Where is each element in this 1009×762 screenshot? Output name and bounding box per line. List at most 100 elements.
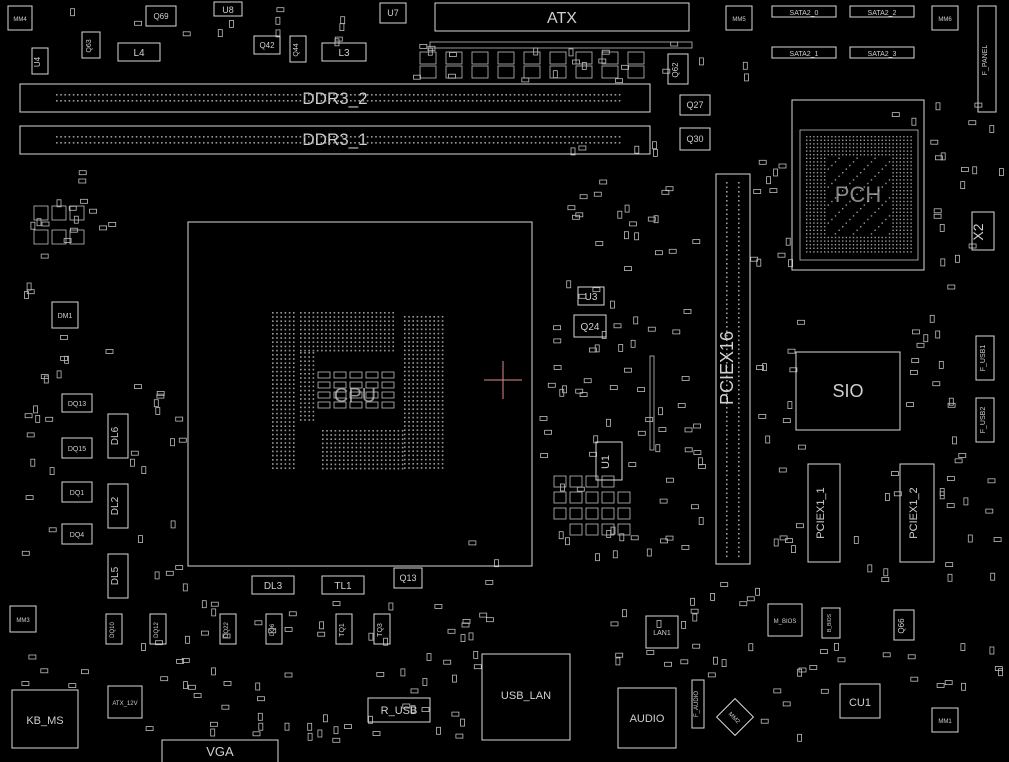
u7-chip[interactable]: U7 — [379, 2, 407, 24]
u8-label: U8 — [222, 5, 234, 15]
sata2-1-label: SATA2_1 — [790, 51, 819, 58]
dl5-inductor[interactable]: DL5 — [107, 553, 129, 599]
dq10-chip[interactable]: DQ10 — [105, 613, 123, 645]
dq1-chip[interactable]: DQ1 — [61, 481, 93, 503]
pciex1-2-label: PCIEX1_2 — [908, 487, 920, 538]
ddr3-1-slot[interactable]: DDR3_1 — [19, 125, 651, 155]
dq6-label: DQ6 — [270, 623, 276, 636]
sata2-0-connector[interactable]: SATA2_0 — [771, 5, 837, 18]
mm6-mount: MM6 — [931, 5, 959, 31]
u3-label: U3 — [585, 292, 598, 303]
vga-label: VGA — [206, 744, 234, 759]
u3-chip[interactable]: U3 — [577, 286, 605, 306]
pch-chip[interactable]: PCH — [791, 99, 925, 271]
dl3-inductor[interactable]: DL3 — [251, 575, 295, 595]
dq12-chip[interactable]: DQ12 — [149, 613, 167, 645]
mm5-label: MM5 — [732, 17, 746, 23]
cpu-socket[interactable]: CPU — [187, 221, 533, 567]
sata2-1-connector[interactable]: SATA2_1 — [771, 46, 837, 59]
f-usb1-header[interactable]: F_USB1 — [975, 335, 995, 381]
q44-chip[interactable]: Q44 — [289, 35, 307, 63]
sio-chip[interactable]: SIO — [795, 351, 901, 431]
q42-chip[interactable]: Q42 — [253, 35, 281, 55]
dm1-label: DM1 — [58, 313, 73, 320]
mm3-mount: MM3 — [9, 605, 37, 633]
x2-crystal[interactable]: X2 — [970, 211, 995, 251]
q24-label: Q24 — [581, 322, 600, 333]
q62-chip[interactable]: Q62 — [667, 53, 689, 85]
mm5-mount: MM5 — [725, 5, 753, 31]
dq4-chip[interactable]: DQ4 — [61, 523, 93, 545]
r-usb-connector[interactable]: R_USB — [367, 697, 431, 723]
q27-chip[interactable]: Q27 — [679, 94, 711, 116]
m-bios-label: M_BIOS — [774, 619, 797, 625]
dl2-inductor[interactable]: DL2 — [107, 483, 129, 529]
atx-12v-connector[interactable]: ATX_12V — [107, 685, 143, 719]
q66-chip[interactable]: Q66 — [893, 609, 915, 641]
dq13-chip[interactable]: DQ13 — [61, 393, 93, 413]
b-bios-chip[interactable]: B_BIOS — [821, 607, 841, 639]
q30-chip[interactable]: Q30 — [679, 127, 711, 151]
dq15-label: DQ15 — [68, 446, 86, 453]
tl1-inductor[interactable]: TL1 — [321, 575, 365, 595]
mm6-label: MM6 — [938, 17, 952, 23]
pciex16-slot[interactable]: PCIEX16 — [715, 173, 751, 565]
u4-chip[interactable]: U4 — [31, 47, 49, 75]
pciex1-1-slot[interactable]: PCIEX1_1 — [807, 463, 841, 563]
r-usb-label: R_USB — [381, 705, 418, 717]
f-audio-header[interactable]: F_AUDIO — [691, 679, 705, 729]
u4-label: U4 — [33, 56, 42, 67]
mm4-mount: MM4 — [7, 5, 33, 31]
l3-inductor[interactable]: L3 — [321, 42, 367, 62]
q27-label: Q27 — [686, 100, 703, 110]
x2-label: X2 — [970, 223, 986, 240]
l4-inductor[interactable]: L4 — [117, 42, 161, 62]
atx-label: ATX — [547, 10, 577, 27]
q66-label: Q66 — [897, 618, 906, 634]
vga-connector[interactable]: VGA — [161, 739, 279, 762]
pciex1-1-label: PCIEX1_1 — [815, 487, 827, 538]
audio-connector[interactable]: AUDIO — [617, 687, 677, 749]
lan1-chip[interactable]: LAN1 — [645, 615, 679, 649]
pciex16-label: PCIEX16 — [717, 331, 737, 405]
dl6-inductor[interactable]: DL6 — [107, 413, 129, 459]
tl1-label: TL1 — [334, 581, 352, 592]
q69-chip[interactable]: Q69 — [145, 5, 177, 27]
u8-chip[interactable]: U8 — [213, 1, 243, 17]
q24-chip[interactable]: Q24 — [573, 314, 607, 338]
dq12-label: DQ12 — [154, 622, 160, 638]
usb-lan-connector[interactable]: USB_LAN — [481, 653, 571, 741]
atx-pins — [429, 41, 693, 49]
kb-ms-connector[interactable]: KB_MS — [11, 689, 79, 749]
u1-chip[interactable]: U1 — [595, 441, 623, 481]
q62-label: Q62 — [671, 62, 680, 78]
dq15-chip[interactable]: DQ15 — [61, 437, 93, 459]
sio-label: SIO — [832, 381, 863, 401]
dl5-label: DL5 — [110, 566, 121, 585]
u7-label: U7 — [387, 8, 399, 18]
usb-lan-label: USB_LAN — [501, 690, 551, 702]
dq22-chip[interactable]: DQ22 — [219, 613, 237, 645]
ddr3-2-slot[interactable]: DDR3_2 — [19, 83, 651, 113]
m-bios-chip[interactable]: M_BIOS — [767, 603, 803, 637]
q69-label: Q69 — [153, 12, 169, 21]
tq1-chip[interactable]: TQ1 — [335, 613, 353, 645]
lan1-label: LAN1 — [653, 630, 671, 637]
atx-connector[interactable]: ATX — [434, 2, 690, 32]
sata2-0-label: SATA2_0 — [790, 10, 819, 17]
sata2-2-connector[interactable]: SATA2_2 — [849, 5, 915, 18]
q63-chip[interactable]: Q63 — [81, 31, 101, 59]
sata2-3-connector[interactable]: SATA2_3 — [849, 46, 915, 59]
mm1-mount: MM1 — [931, 707, 959, 733]
f-usb2-header[interactable]: F_USB2 — [975, 397, 995, 443]
cu1-chip[interactable]: CU1 — [839, 683, 881, 719]
cpu-pin-grid — [272, 312, 444, 470]
dq6-chip[interactable]: DQ6 — [265, 613, 283, 645]
f-panel-header[interactable]: F_PANEL — [977, 5, 997, 113]
q13-chip[interactable]: Q13 — [393, 567, 423, 589]
dm1-chip[interactable]: DM1 — [51, 301, 79, 329]
pciex1-2-slot[interactable]: PCIEX1_2 — [899, 463, 935, 563]
l3-label: L3 — [338, 48, 350, 59]
ddr-pin-rows — [56, 94, 621, 144]
tq3-chip[interactable]: TQ3 — [373, 613, 391, 645]
